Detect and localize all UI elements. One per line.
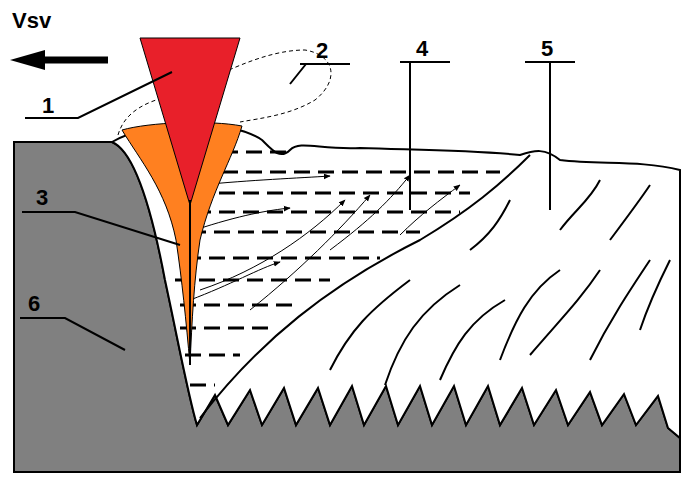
welding-direction-arrow <box>10 50 108 70</box>
beam-axis <box>189 200 191 365</box>
callout-number: 2 <box>316 40 328 62</box>
direction-label: Vsv <box>12 10 51 32</box>
flow-arrows <box>190 175 460 310</box>
callout-number: 3 <box>36 187 48 209</box>
laser-beam <box>140 38 240 205</box>
callout-number: 4 <box>416 38 428 60</box>
callout-number: 1 <box>42 95 54 117</box>
leader-lines <box>20 62 575 350</box>
grain-lines <box>330 180 670 385</box>
callout-number: 6 <box>28 293 40 315</box>
callout-number: 5 <box>541 38 553 60</box>
